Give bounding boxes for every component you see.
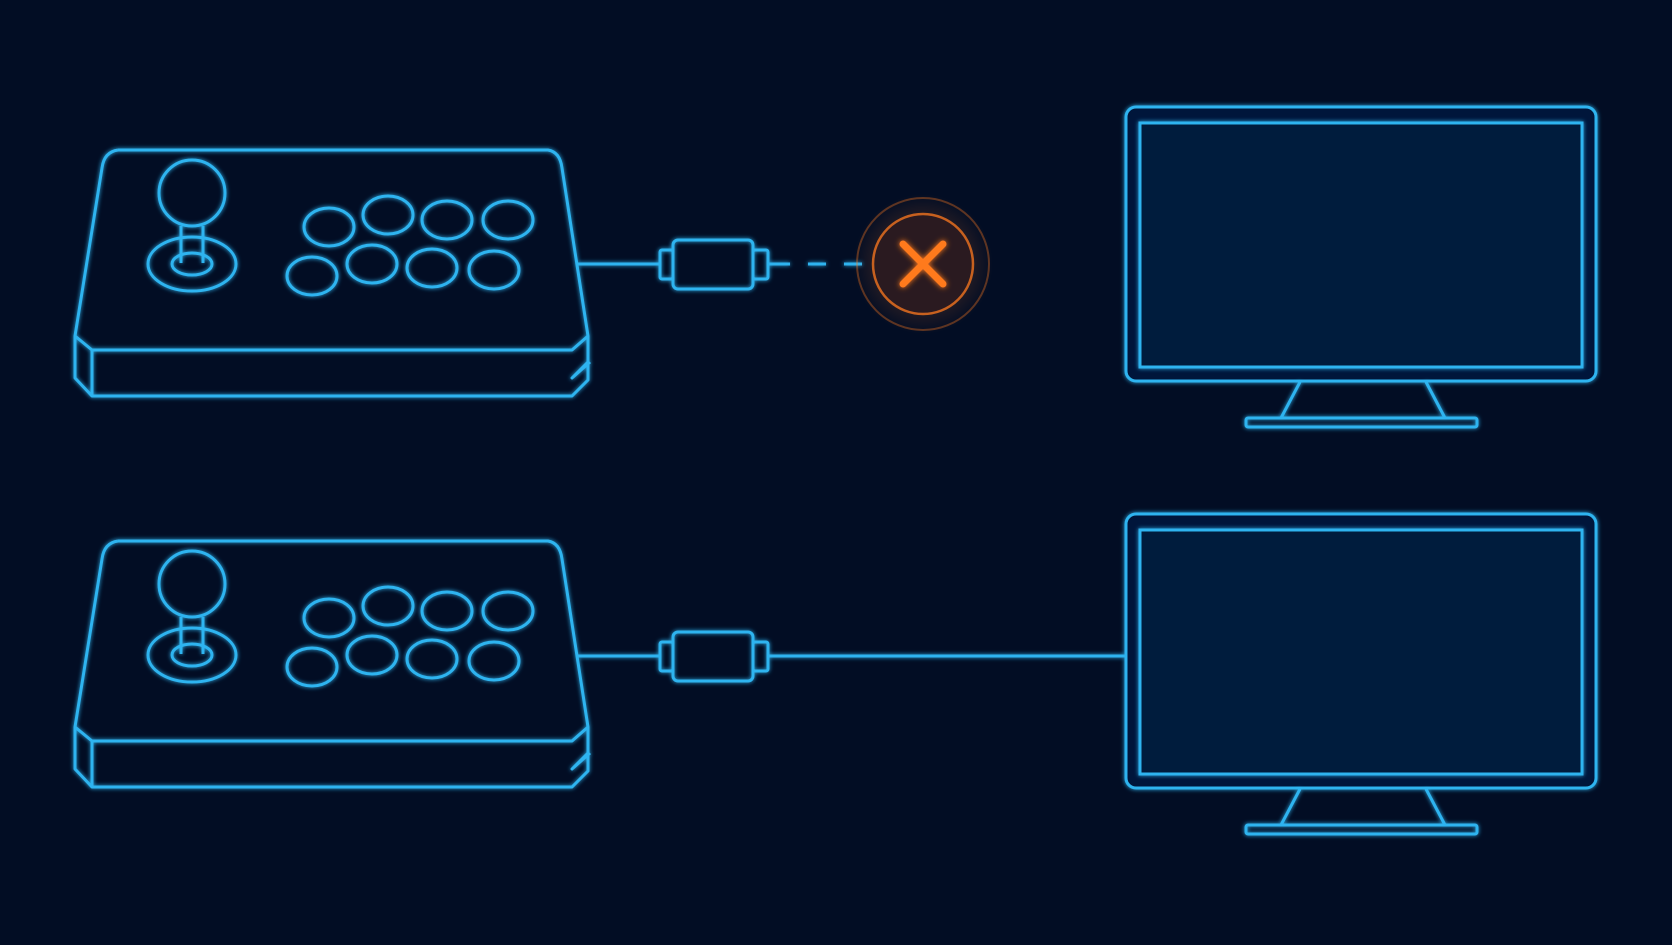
- usb-cable-solid: [578, 630, 1126, 683]
- x-mark-icon: [899, 240, 947, 288]
- connection-row-connected: [73, 512, 1598, 836]
- connection-error-marker: [853, 194, 993, 334]
- monitor-icon: [1124, 512, 1598, 836]
- arcade-stick-icon: [73, 148, 591, 398]
- connection-row-failed: [73, 105, 1598, 429]
- usb-cable-broken: [578, 238, 862, 291]
- monitor-icon: [1124, 105, 1598, 429]
- arcade-stick-icon: [73, 539, 591, 789]
